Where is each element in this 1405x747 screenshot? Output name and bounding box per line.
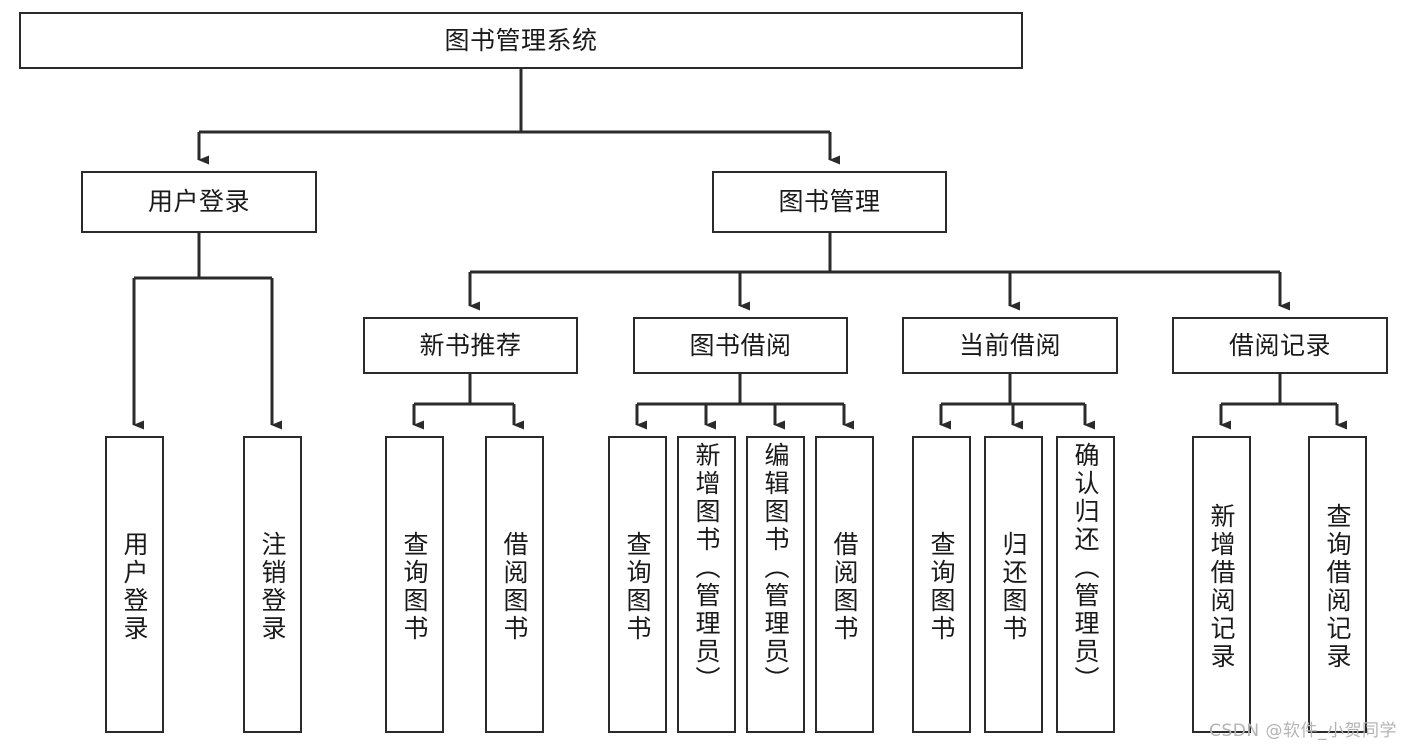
node-leaf-query-borrow-record[interactable]: 查询借阅记录	[1308, 436, 1367, 733]
node-leaf-confirm-return-admin-label: 确认归还（管理员）	[1071, 442, 1100, 694]
node-leaf-query-borrow-record-label: 查询借阅记录	[1323, 502, 1352, 671]
node-leaf-return-book-label: 归还图书	[999, 530, 1028, 643]
node-borrow-record-label: 借阅记录	[1228, 330, 1331, 360]
node-user-login[interactable]: 用户登录	[81, 171, 317, 233]
node-book-manage-label: 图书管理	[778, 187, 881, 216]
node-leaf-edit-book-admin[interactable]: 编辑图书（管理员）	[746, 436, 805, 733]
node-root-label: 图书管理系统	[444, 25, 598, 55]
node-leaf-confirm-return-admin[interactable]: 确认归还（管理员）	[1056, 436, 1115, 733]
node-leaf-query-book-recommend[interactable]: 查询图书	[385, 436, 444, 733]
node-leaf-user-login-label: 用户登录	[120, 530, 149, 643]
node-leaf-query-book-borrow[interactable]: 查询图书	[608, 436, 667, 733]
node-leaf-query-book-current[interactable]: 查询图书	[912, 436, 971, 733]
node-leaf-add-borrow-record[interactable]: 新增借阅记录	[1192, 436, 1251, 733]
node-leaf-return-book[interactable]: 归还图书	[984, 436, 1043, 733]
node-book-borrow[interactable]: 图书借阅	[633, 317, 848, 374]
node-leaf-borrow-book[interactable]: 借阅图书	[815, 436, 874, 733]
watermark-text: CSDN @软件_小贺同学	[1209, 721, 1397, 741]
node-leaf-query-book-borrow-label: 查询图书	[623, 530, 652, 643]
node-new-book-recommend-label: 新书推荐	[419, 330, 522, 360]
node-book-manage[interactable]: 图书管理	[712, 171, 947, 233]
node-leaf-edit-book-admin-label: 编辑图书（管理员）	[761, 442, 790, 694]
node-current-borrow-label: 当前借阅	[958, 330, 1061, 360]
node-leaf-query-book-current-label: 查询图书	[927, 530, 956, 643]
node-borrow-record[interactable]: 借阅记录	[1172, 317, 1388, 374]
node-leaf-borrow-book-recommend[interactable]: 借阅图书	[485, 436, 544, 733]
node-root[interactable]: 图书管理系统	[19, 12, 1023, 69]
node-book-borrow-label: 图书借阅	[689, 330, 792, 360]
node-leaf-borrow-book-label: 借阅图书	[830, 530, 859, 643]
node-new-book-recommend[interactable]: 新书推荐	[363, 317, 578, 374]
node-leaf-user-login[interactable]: 用户登录	[105, 436, 164, 733]
node-leaf-logout-login-label: 注销登录	[258, 530, 287, 643]
node-leaf-add-book-admin-label: 新增图书（管理员）	[692, 442, 721, 694]
node-current-borrow[interactable]: 当前借阅	[902, 317, 1118, 374]
node-leaf-logout-login[interactable]: 注销登录	[243, 436, 302, 733]
node-leaf-add-borrow-record-label: 新增借阅记录	[1207, 502, 1236, 671]
node-leaf-add-book-admin[interactable]: 新增图书（管理员）	[677, 436, 736, 733]
node-leaf-query-book-recommend-label: 查询图书	[400, 530, 429, 643]
node-user-login-label: 用户登录	[147, 187, 250, 216]
node-leaf-borrow-book-recommend-label: 借阅图书	[500, 530, 529, 643]
